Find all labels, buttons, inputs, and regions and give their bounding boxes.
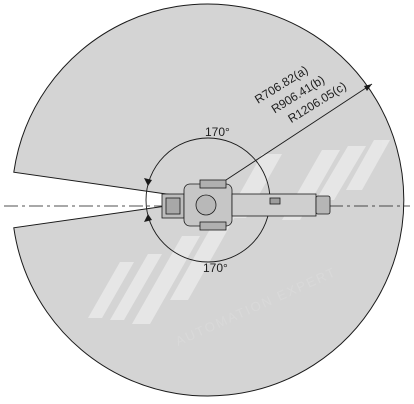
lower-angle-label: 170°	[203, 261, 228, 275]
radius-leader-line	[225, 83, 373, 181]
robot-wrist	[315, 195, 331, 215]
upper-angle-arrowhead-icon	[144, 178, 152, 186]
lower-angle-arrowhead-icon	[144, 214, 152, 222]
radius-arrowhead-icon	[364, 84, 372, 91]
robot-top-view	[161, 179, 331, 231]
robot-arm	[231, 193, 317, 217]
upper-angle-label: 170°	[205, 125, 230, 139]
radius-labels: R706.82(a) R906.41(b) R1206.05(c)	[252, 63, 349, 126]
